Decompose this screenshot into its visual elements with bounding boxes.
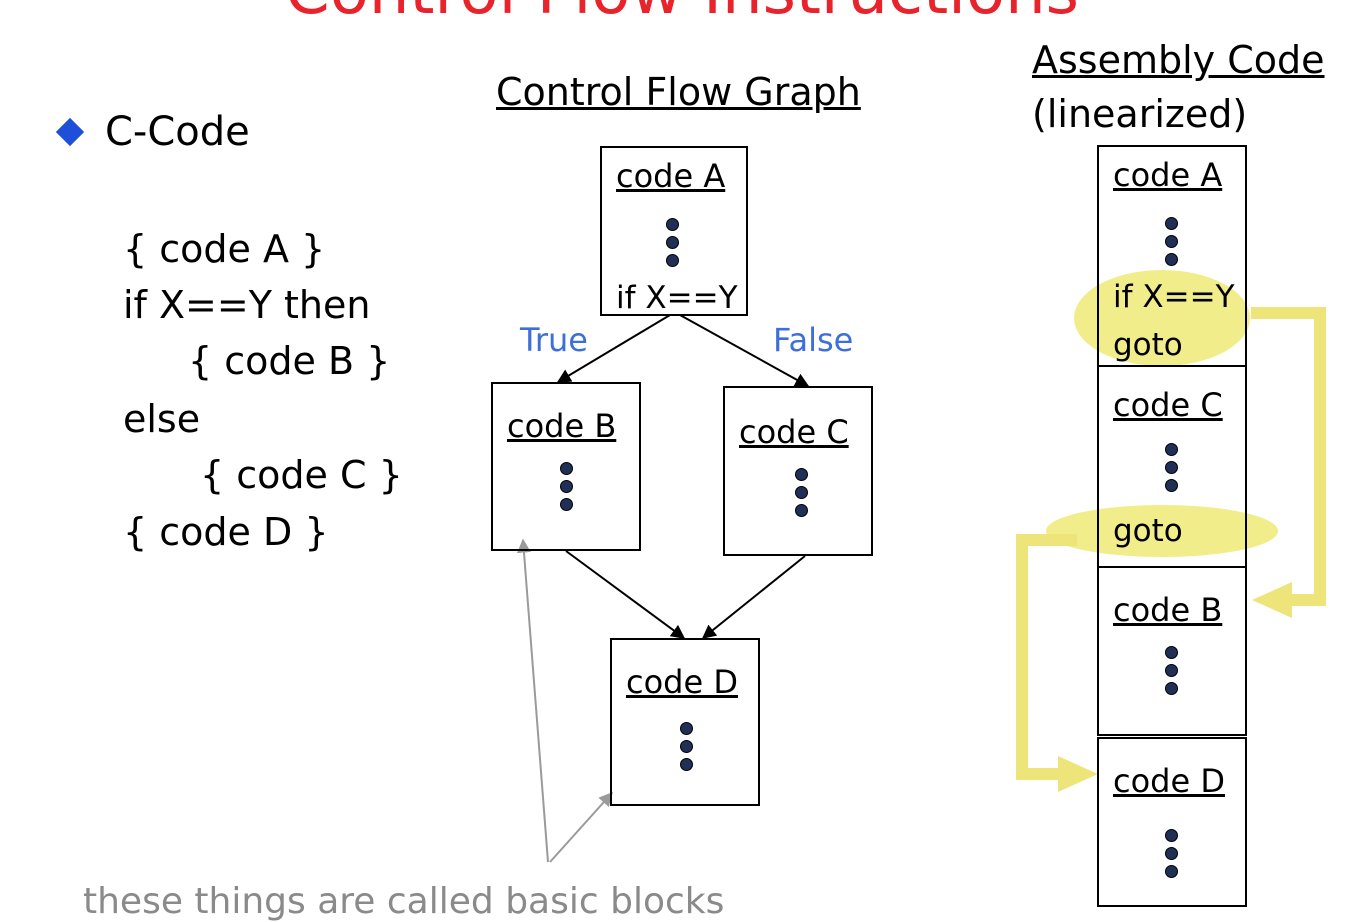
asm-block-d: code D <box>1097 737 1247 907</box>
cfg-block-b-label: code B <box>507 407 617 445</box>
ellipsis-icon <box>666 218 679 272</box>
assembly-heading: Assembly Code <box>1032 38 1325 82</box>
cfg-block-d: code D <box>610 638 760 806</box>
ellipsis-icon <box>1165 217 1178 271</box>
edge-a-to-c <box>679 314 810 387</box>
true-edge-label: True <box>520 321 588 359</box>
ellipsis-icon <box>1165 443 1178 497</box>
ellipsis-icon <box>680 722 693 776</box>
cfg-block-c: code C <box>723 386 873 556</box>
asm-block-b-label: code B <box>1113 591 1223 629</box>
asm-block-d-label: code D <box>1113 762 1225 800</box>
ellipsis-icon <box>1165 829 1178 883</box>
if-goto-highlight <box>1074 270 1250 366</box>
goto-arrow-to-d <box>1016 534 1077 780</box>
cfg-block-a-condition: if X==Y <box>616 280 738 316</box>
cfg-block-d-label: code D <box>626 663 738 701</box>
asm-block-b: code B <box>1097 566 1247 736</box>
caption-pointer-b <box>516 538 549 863</box>
asm-block-c: code C goto <box>1097 365 1247 568</box>
ellipsis-icon <box>795 468 808 522</box>
cfg-heading: Control Flow Graph <box>496 70 861 114</box>
asm-block-a-goto: goto <box>1113 327 1183 363</box>
asm-block-c-label: code C <box>1113 386 1223 424</box>
edge-a-to-b <box>556 314 671 383</box>
goto-highlight <box>1046 505 1278 557</box>
edge-b-to-d <box>565 550 686 639</box>
edge-c-to-d <box>701 555 806 639</box>
c-code-heading: C-Code <box>105 109 250 155</box>
goto-arrow-to-b <box>1251 307 1326 606</box>
slide-title: Control Flow Instructions <box>0 0 1364 24</box>
ellipsis-icon <box>560 462 573 516</box>
basic-blocks-caption: these things are called basic blocks <box>83 881 725 922</box>
asm-block-c-goto: goto <box>1113 513 1183 549</box>
ellipsis-icon <box>1165 646 1178 700</box>
c-code-line-2: if X==Y then <box>123 283 371 327</box>
goto-arrow-to-d-head <box>1058 756 1098 792</box>
asm-block-a-condition: if X==Y <box>1113 279 1235 315</box>
false-edge-label: False <box>773 321 854 359</box>
asm-block-a-label: code A <box>1113 156 1223 194</box>
caption-pointer-d <box>549 791 613 863</box>
c-code-line-5: { code C } <box>200 453 403 497</box>
goto-arrow-to-b-head <box>1252 582 1292 618</box>
c-code-line-1: { code A } <box>123 227 326 271</box>
c-code-line-6: { code D } <box>123 510 329 554</box>
cfg-block-a: code A if X==Y <box>600 146 748 316</box>
cfg-block-c-label: code C <box>739 413 849 451</box>
c-code-line-3: { code B } <box>188 339 391 383</box>
asm-block-a: code A if X==Y goto <box>1097 145 1247 367</box>
cfg-block-a-label: code A <box>616 157 726 195</box>
c-code-line-4: else <box>123 397 201 441</box>
assembly-subheading: (linearized) <box>1032 92 1248 136</box>
cfg-block-b: code B <box>491 382 641 551</box>
